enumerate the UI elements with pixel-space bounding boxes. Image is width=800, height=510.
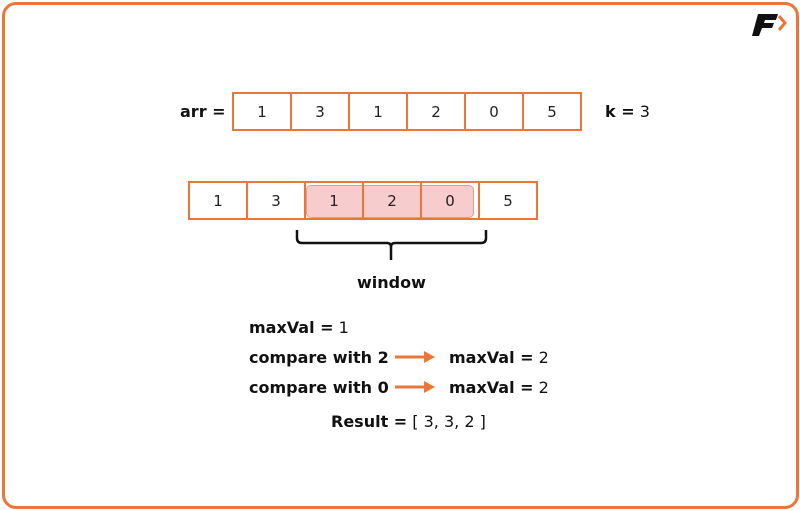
arr-label: arr = (180, 102, 226, 121)
array-cell: 1 (232, 92, 292, 131)
result-line: Result = [ 3, 3, 2 ] (331, 412, 486, 431)
window-highlight (306, 185, 474, 218)
array-cell: 5 (478, 181, 538, 220)
arrow-right-icon (395, 351, 435, 363)
arrow-right-icon (395, 381, 435, 393)
step-compare-2: compare with 0 (249, 378, 389, 397)
array-cell: 3 (290, 92, 350, 131)
window-brace (295, 230, 488, 260)
array-cell: 3 (246, 181, 306, 220)
step-result-2: maxVal = 2 (449, 378, 549, 397)
array-cell: 1 (188, 181, 248, 220)
array-cell: 5 (522, 92, 582, 131)
array-cell: 2 (406, 92, 466, 131)
array-cell: 0 (464, 92, 524, 131)
window-label: window (357, 273, 426, 292)
array-cell: 0 (420, 181, 480, 220)
array-cell: 1 (304, 181, 364, 220)
step-compare-1: compare with 2 (249, 348, 389, 367)
logo-icon (752, 14, 787, 36)
array-cell: 2 (362, 181, 422, 220)
array-cell: 1 (348, 92, 408, 131)
step-initial: maxVal = 1 (249, 318, 349, 337)
step-result-1: maxVal = 2 (449, 348, 549, 367)
k-value: k = 3 (605, 102, 650, 121)
